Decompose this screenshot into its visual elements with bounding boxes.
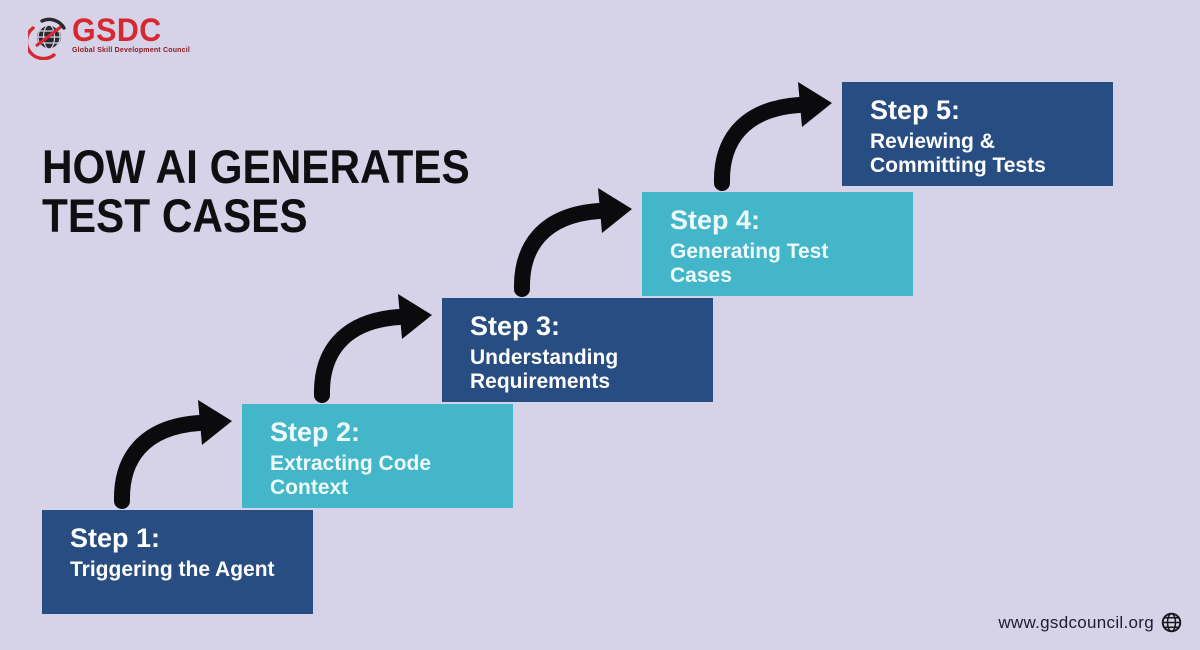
gsdc-logo: GSDC Global Skill Development Council bbox=[28, 14, 190, 60]
step-box-3: Step 3: Understanding Requirements bbox=[442, 298, 713, 402]
curved-arrow-icon bbox=[113, 400, 232, 509]
step-2-description: Extracting Code Context bbox=[270, 452, 432, 499]
step-5-label: Step 5: bbox=[870, 95, 961, 125]
page-title-line1: HOW AI GENERATES bbox=[42, 140, 470, 193]
curved-arrow-icon bbox=[713, 82, 832, 191]
step-1-description: Triggering the Agent bbox=[70, 558, 275, 581]
step-5-description: Reviewing & Committing Tests bbox=[870, 130, 1046, 177]
step-3-label: Step 3: bbox=[470, 311, 561, 341]
logo-text: GSDC Global Skill Development Council bbox=[72, 14, 190, 54]
step-box-5: Step 5: Reviewing & Committing Tests bbox=[842, 82, 1113, 186]
website-url: www.gsdcouncil.org bbox=[998, 612, 1154, 632]
page-title-line2: TEST CASES bbox=[42, 189, 308, 242]
footer: www.gsdcouncil.org bbox=[998, 612, 1182, 633]
step-4-label: Step 4: bbox=[670, 205, 761, 235]
logo-tagline: Global Skill Development Council bbox=[72, 47, 191, 54]
page-title: HOW AI GENERATES TEST CASES bbox=[42, 142, 470, 240]
step-box-2: Step 2: Extracting Code Context bbox=[242, 404, 513, 508]
step-box-4: Step 4: Generating Test Cases bbox=[642, 192, 913, 296]
step-3-description: Understanding Requirements bbox=[470, 346, 619, 393]
globe-icon bbox=[1161, 612, 1182, 633]
curved-arrow-icon bbox=[513, 188, 632, 297]
globe-icon bbox=[28, 17, 66, 60]
curved-arrow-icon bbox=[313, 294, 432, 403]
step-4-description: Generating Test Cases bbox=[670, 240, 829, 287]
step-box-1: Step 1: Triggering the Agent bbox=[42, 510, 313, 614]
logo-name: GSDC bbox=[72, 12, 162, 48]
step-1-label: Step 1: bbox=[70, 523, 161, 553]
step-2-label: Step 2: bbox=[270, 417, 361, 447]
